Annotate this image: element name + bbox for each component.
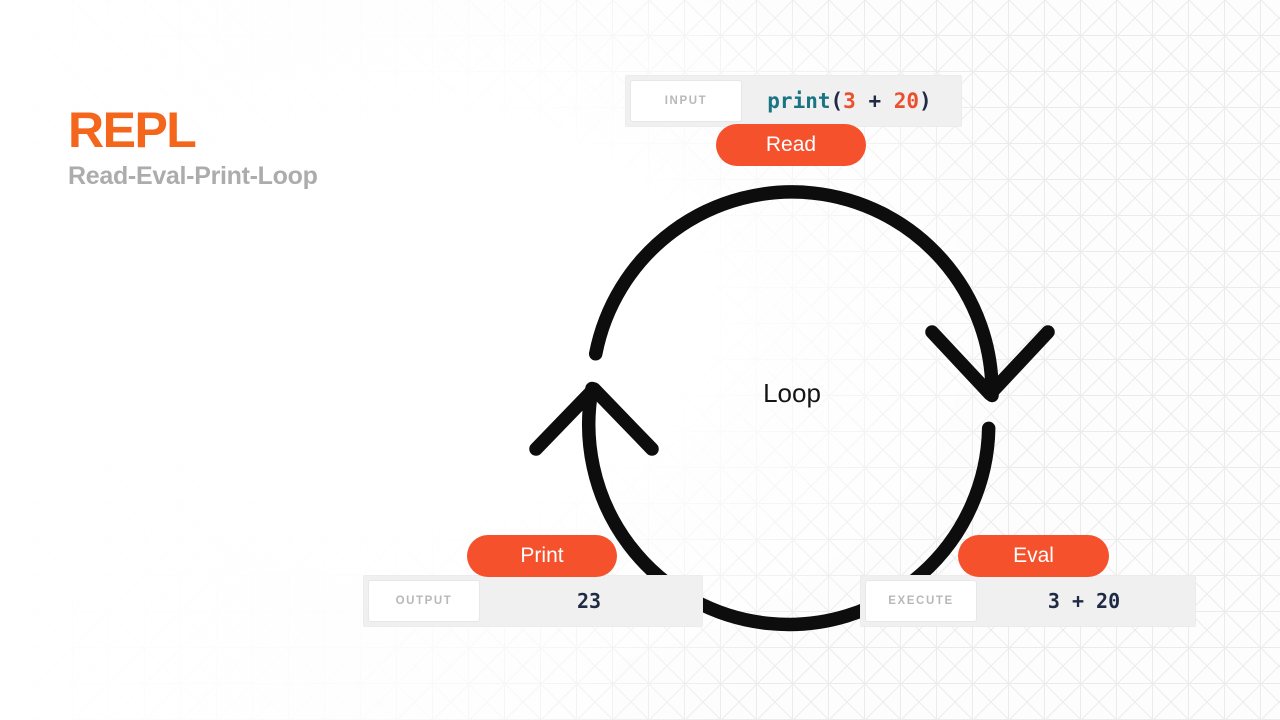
code-function-token: print [767,89,831,113]
execute-box: EXECUTE 3 + 20 [860,575,1196,627]
input-box: INPUT print(3 + 20) [625,75,962,127]
execute-value: 3 + 20 [1047,589,1121,613]
input-label: INPUT [630,80,742,122]
eval-step-pill: Eval [958,535,1109,577]
page-title: REPL [68,102,197,158]
code-number-token: 3 [843,89,856,113]
print-step-pill: Print [467,535,617,577]
output-box: OUTPUT 23 [363,575,703,627]
read-step-pill: Read [716,124,866,166]
output-value: 23 [576,589,602,613]
page-subtitle: Read-Eval-Print-Loop [68,161,318,190]
loop-label: Loop [763,378,821,408]
code-close-paren-token: ) [919,89,932,113]
output-label: OUTPUT [368,580,480,622]
title-block: REPL Read-Eval-Print-Loop [68,104,318,191]
code-operator-token: + [855,89,894,113]
execute-label: EXECUTE [865,580,977,622]
code-open-paren-token: ( [830,89,844,113]
input-code: print(3 + 20) [742,80,957,122]
code-number-token: 20 [893,89,920,113]
